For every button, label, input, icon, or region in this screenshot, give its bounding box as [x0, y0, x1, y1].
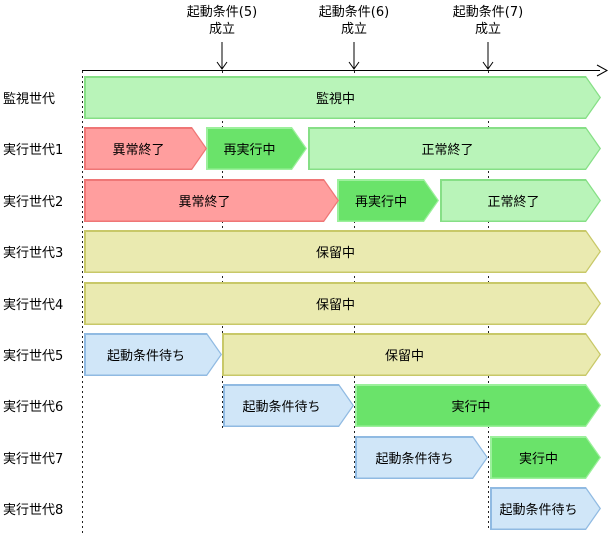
state-bar-fill — [86, 78, 600, 118]
row-label: 実行世代8 — [3, 503, 64, 518]
state-bar: 実行中 — [355, 384, 601, 427]
condition-label-6: 起動条件(6) 成立 — [284, 4, 424, 38]
state-bar-label: 再実行中 — [354, 195, 407, 210]
condition-7-subtitle: 成立 — [474, 22, 501, 37]
state-bar: 再実行中 — [206, 127, 307, 170]
row-label: 実行世代6 — [3, 400, 64, 415]
state-bar-label: 正常終了 — [421, 143, 474, 158]
state-bar-fill — [357, 386, 600, 426]
condition-5-subtitle: 成立 — [208, 22, 235, 37]
state-bar: 保留中 — [222, 333, 601, 376]
row-label: 実行世代3 — [3, 246, 64, 261]
state-bar-label: 実行中 — [451, 400, 491, 415]
state-bar: 正常終了 — [440, 179, 601, 222]
state-bar-fill — [86, 335, 221, 375]
state-bar-label: 再実行中 — [223, 143, 276, 158]
condition-6-subtitle: 成立 — [340, 22, 367, 37]
state-bar-label: 異常終了 — [178, 195, 231, 210]
condition-label-5: 起動条件(5) 成立 — [152, 4, 292, 38]
state-bar-fill — [492, 438, 600, 478]
condition-7-down-arrow-icon — [482, 42, 494, 70]
condition-5-down-arrow-icon — [216, 42, 228, 70]
state-bar: 再実行中 — [337, 179, 439, 222]
state-bar-fill — [492, 489, 600, 529]
state-bar-fill — [224, 335, 600, 375]
state-bar-label: 保留中 — [315, 246, 355, 261]
timeline-right-arrow-icon — [596, 64, 609, 77]
guide-line-condition-6 — [354, 71, 355, 479]
state-bar-label: 正常終了 — [487, 195, 540, 210]
row-label: 実行世代1 — [3, 143, 64, 158]
state-bar-label: 起動条件待ち — [375, 452, 454, 467]
row-label: 実行世代7 — [3, 452, 64, 467]
condition-6-down-arrow-icon — [348, 42, 360, 70]
state-bar-fill — [208, 129, 306, 169]
condition-7-title: 起動条件(7) — [452, 5, 524, 20]
condition-6-title: 起動条件(6) — [318, 5, 390, 20]
state-bar: 監視中 — [84, 76, 601, 119]
state-bar: 保留中 — [84, 282, 601, 325]
state-bar: 起動条件待ち — [355, 436, 488, 479]
state-bar-label: 監視中 — [315, 92, 355, 107]
row-label: 実行世代5 — [3, 349, 64, 364]
condition-label-7: 起動条件(7) 成立 — [418, 4, 558, 38]
state-bar-label: 実行中 — [518, 452, 558, 467]
state-bar-fill — [357, 438, 487, 478]
state-bar: 保留中 — [84, 230, 601, 273]
state-bar-label: 起動条件待ち — [242, 400, 321, 415]
row-label: 実行世代2 — [3, 195, 64, 210]
state-bar: 起動条件待ち — [490, 487, 601, 530]
row-label: 監視世代 — [3, 92, 56, 107]
row-label: 実行世代4 — [3, 298, 64, 313]
state-bar-fill — [339, 181, 438, 221]
state-bar: 正常終了 — [308, 127, 601, 170]
state-bar: 起動条件待ち — [223, 384, 354, 427]
state-bar: 実行中 — [490, 436, 601, 479]
condition-5-title: 起動条件(5) — [186, 5, 258, 20]
state-bar-fill — [86, 232, 600, 272]
state-bar-label: 保留中 — [315, 298, 355, 313]
state-bar: 起動条件待ち — [84, 333, 222, 376]
state-bar-fill — [310, 129, 600, 169]
state-bar-fill — [442, 181, 600, 221]
state-bar-label: 起動条件待ち — [499, 503, 578, 518]
state-bar: 異常終了 — [84, 127, 207, 170]
guide-line-origin — [82, 71, 83, 536]
state-bar-label: 異常終了 — [112, 143, 165, 158]
state-bar-label: 起動条件待ち — [106, 349, 185, 364]
state-bar-fill — [86, 129, 206, 169]
state-bar-fill — [225, 386, 353, 426]
state-bar-label: 保留中 — [384, 349, 424, 364]
state-bar-fill — [86, 181, 338, 221]
state-bar: 異常終了 — [84, 179, 339, 222]
timeline-axis — [82, 70, 600, 71]
state-bar-fill — [86, 284, 600, 324]
